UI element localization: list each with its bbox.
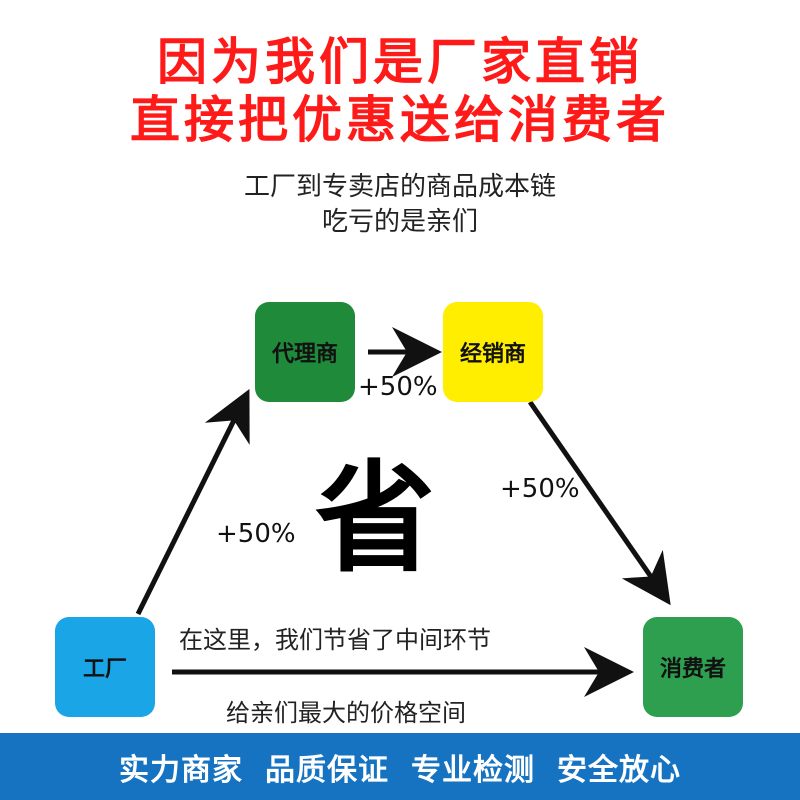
subtitle-line-2: 吃亏的是亲们 [321,207,478,237]
headline-line-1: 因为我们是厂家直销 [157,32,643,91]
footer-banner: 实力商家 品质保证 专业检测 安全放心 [0,733,800,800]
footer-item: 品质保证 [265,752,389,788]
headline-line-2: 直接把优惠送给消费者 [130,90,670,149]
markup-dealer-to-consumer: +50% [500,474,580,504]
markup-factory-to-agent: +50% [216,519,296,549]
middle-text-line-1: 在这里，我们节省了中间环节 [179,626,491,654]
footer-item: 安全放心 [557,752,681,788]
node-consumer: 消费者 [643,617,743,717]
subtitle-line-1: 工厂到专卖店的商品成本链 [243,172,556,202]
markup-agent-to-dealer: +50% [358,372,438,402]
footer-item: 专业检测 [411,752,535,788]
node-agent: 代理商 [255,302,355,402]
footer-item: 实力商家 [119,752,243,788]
arrow-factory-to-agent [135,389,250,616]
node-factory: 工厂 [55,617,155,717]
arrow-dealer-to-consumer [527,400,671,606]
node-dealer: 经销商 [443,302,543,402]
middle-text-line-2: 给亲们最大的价格空间 [226,699,466,727]
center-save-character: 省 [315,450,435,589]
